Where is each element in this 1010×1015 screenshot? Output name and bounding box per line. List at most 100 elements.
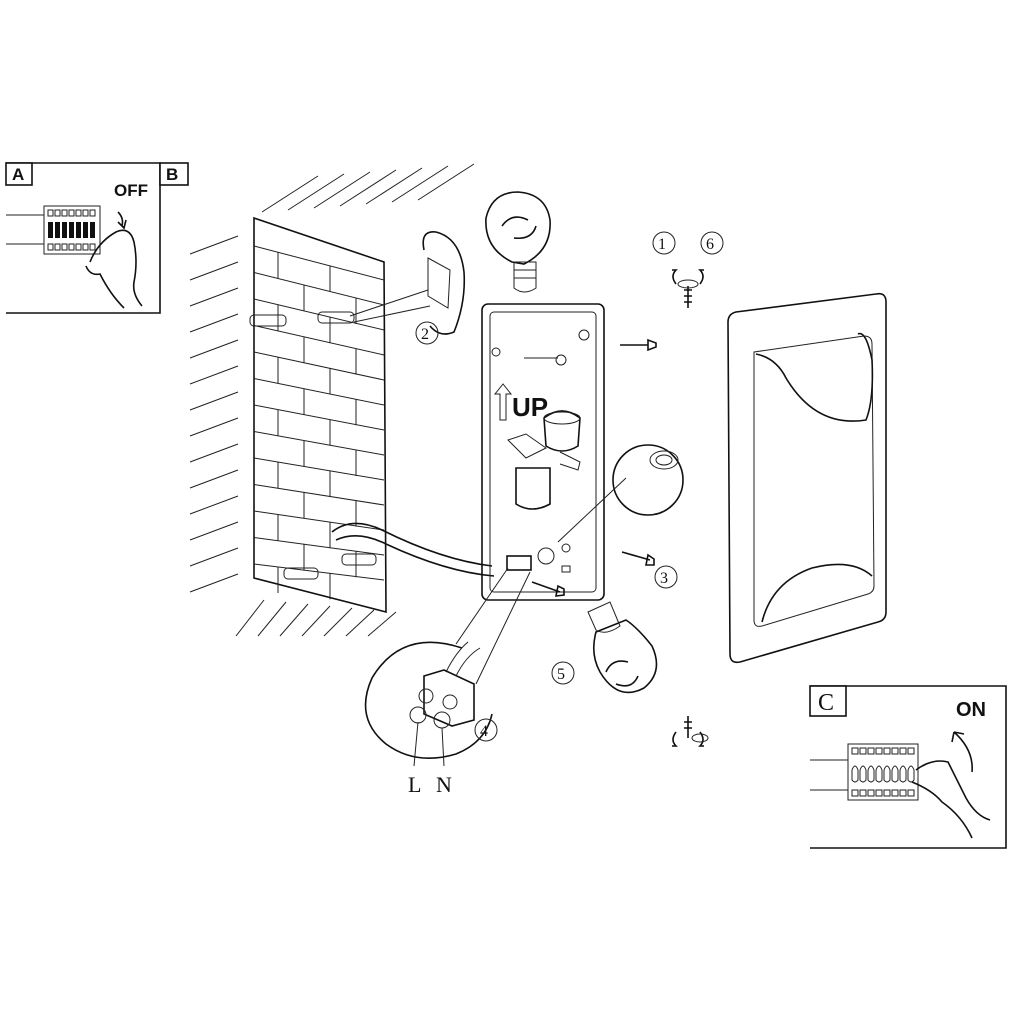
breaker-switch	[75, 243, 82, 251]
cover-screw-icon-bottom	[672, 716, 709, 747]
panel-c: C ON	[809, 685, 1007, 849]
wall-hatch-line	[189, 521, 239, 541]
brick-course	[253, 510, 385, 531]
wall-hatch-line	[189, 339, 239, 359]
wall-hatch-line	[301, 605, 331, 637]
wall-hatch-line	[189, 287, 239, 307]
wall-hatch-line	[189, 261, 239, 281]
panel-a-letter: A	[12, 165, 24, 184]
wall-plug-icon	[249, 311, 377, 580]
breaker-switch	[907, 747, 915, 755]
switch-up-arrow-icon	[951, 731, 973, 773]
terminal-block-icon	[506, 555, 532, 571]
breaker-switch	[883, 789, 891, 797]
breaker-switch	[851, 789, 859, 797]
terminal-detail-callout	[364, 567, 531, 767]
brick-course	[253, 457, 385, 481]
svg-text:4: 4	[480, 723, 488, 740]
hand-icon	[911, 760, 991, 839]
breaker-switch	[68, 209, 75, 217]
step-4-marker: 4	[474, 718, 498, 742]
wall-hatch-line	[279, 603, 309, 637]
wall-hatch-line	[339, 169, 397, 207]
svg-text:3: 3	[660, 570, 668, 587]
svg-text:2: 2	[421, 326, 429, 343]
step-3-marker: 3	[654, 565, 678, 589]
breaker-switch	[883, 747, 891, 755]
brick-course	[253, 563, 385, 581]
brick-course	[253, 404, 385, 431]
wall-hatch-line	[189, 313, 239, 333]
breaker-switch	[83, 222, 88, 238]
brick-course	[253, 325, 385, 356]
brick-course	[253, 245, 385, 281]
panel-c-letter-box	[809, 685, 847, 717]
breaker-switch	[55, 222, 60, 238]
breaker-board-icon	[810, 743, 919, 801]
wall-hatch-line	[323, 607, 353, 637]
terminal-block-icon	[423, 669, 475, 727]
panel-c-on-label: ON	[956, 699, 986, 721]
breaker-board-icon	[6, 205, 101, 255]
socket-icon	[507, 410, 581, 510]
panel-a-letter-box	[5, 162, 33, 186]
breaker-switch	[867, 765, 875, 783]
wall-hatch-line	[287, 173, 345, 211]
box-up-label: UP	[512, 392, 548, 422]
brick-course	[253, 431, 385, 456]
svg-text:1: 1	[658, 236, 666, 253]
brick-course	[253, 298, 385, 331]
seal-detail-callout	[557, 444, 684, 543]
breaker-switch	[54, 209, 61, 217]
brick-course	[253, 537, 385, 556]
mounting-box: UP	[481, 303, 605, 601]
breaker-switch	[875, 765, 883, 783]
screw-icon	[531, 338, 657, 597]
wall-hatch-line	[313, 171, 371, 209]
breaker-switch	[62, 222, 67, 238]
breaker-switch	[851, 747, 859, 755]
brick-course	[253, 378, 385, 406]
panel-b-letter-box	[159, 162, 189, 186]
wall-hatch-line	[257, 601, 287, 637]
breaker-switch	[907, 765, 915, 783]
breaker-switch	[907, 789, 915, 797]
breaker-switch	[875, 789, 883, 797]
wall-hatch-line	[417, 163, 475, 201]
brick-course	[253, 272, 385, 306]
breaker-switch	[89, 243, 96, 251]
wall-hatch-line	[189, 495, 239, 515]
breaker-switch	[899, 747, 907, 755]
breaker-switch	[899, 789, 907, 797]
bulb-icon-bottom	[587, 601, 658, 694]
breaker-switch	[82, 209, 89, 217]
wall-hatch-line	[189, 443, 239, 463]
breaker-switch	[89, 209, 96, 217]
wall-hatch-line	[189, 547, 239, 567]
wall-hatch-line	[345, 609, 375, 637]
breaker-switch	[75, 209, 82, 217]
svg-text:5: 5	[557, 666, 565, 683]
panel-c-letter: C	[818, 690, 834, 716]
plug-detail-callout	[422, 231, 466, 335]
step-1-marker: 1	[652, 231, 676, 255]
breaker-switch	[54, 243, 61, 251]
lamp-cover	[727, 292, 887, 664]
power-cable	[331, 522, 493, 567]
breaker-switch	[90, 222, 95, 238]
breaker-switch	[61, 209, 68, 217]
breaker-switch	[859, 747, 867, 755]
wall-hatch-line	[365, 167, 423, 205]
breaker-switch	[867, 789, 875, 797]
wall-hatch-line	[189, 469, 239, 489]
up-arrow-icon	[493, 383, 513, 421]
brick-course	[253, 484, 385, 506]
step-6-marker: 6	[700, 231, 724, 255]
wall-hatch-line	[367, 611, 397, 637]
breaker-switch	[68, 243, 75, 251]
brick-wall	[189, 163, 475, 637]
breaker-switch	[867, 747, 875, 755]
cover-screw-icon	[672, 269, 704, 308]
